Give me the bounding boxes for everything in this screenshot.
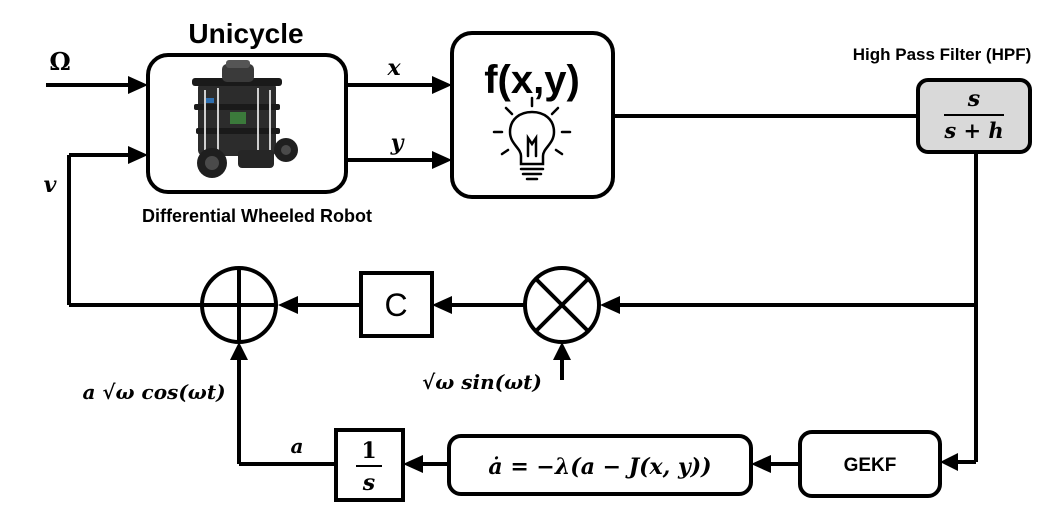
law-arrowhead xyxy=(751,455,771,473)
c-arrowhead xyxy=(432,296,452,314)
gekf-block xyxy=(798,430,942,498)
hpf-title: High Pass Filter (HPF) xyxy=(853,45,1032,64)
integrator-denominator: s xyxy=(362,470,375,496)
demod-arrowhead xyxy=(600,296,620,314)
controller-block xyxy=(359,271,434,338)
field-label: f(x,y) xyxy=(484,58,580,102)
robot-caption: Differential Wheeled Robot xyxy=(142,206,372,226)
gekf-arrowhead xyxy=(940,453,958,471)
omega-input-label: Ω xyxy=(49,47,70,76)
velocity-label: v xyxy=(44,172,57,198)
cos-dither-label: a √ω cos(ωt) xyxy=(82,380,225,404)
hpf-numerator: s xyxy=(967,86,980,112)
omega-arrowhead xyxy=(128,76,148,94)
sin-arrowhead xyxy=(553,342,571,360)
integrator-arrowhead xyxy=(403,455,423,473)
y-output-label: y xyxy=(390,130,406,156)
unicycle-title: Unicycle xyxy=(188,18,303,49)
x-arrowhead xyxy=(432,76,452,94)
integrator-numerator: 1 xyxy=(361,438,376,464)
estimate-a-label: a xyxy=(291,434,304,458)
x-output-label: x xyxy=(386,55,401,81)
update-law-block xyxy=(447,434,753,496)
lightbulb-icon xyxy=(492,96,572,181)
gekf-label: GEKF xyxy=(844,455,897,476)
multiplier-cross-b xyxy=(534,277,590,333)
robot-image xyxy=(192,60,298,178)
y-arrowhead xyxy=(432,151,452,169)
hpf-denominator: s + h xyxy=(943,118,1003,143)
update-law-label: ȧ = −λ(a − J(x, y)) xyxy=(488,454,711,480)
sin-dither-label: √ω sin(ωt) xyxy=(422,370,542,394)
estimate-arrowhead xyxy=(230,342,248,360)
sum-arrowhead xyxy=(278,296,298,314)
velocity-arrowhead xyxy=(128,146,148,164)
controller-label: C xyxy=(384,287,407,323)
